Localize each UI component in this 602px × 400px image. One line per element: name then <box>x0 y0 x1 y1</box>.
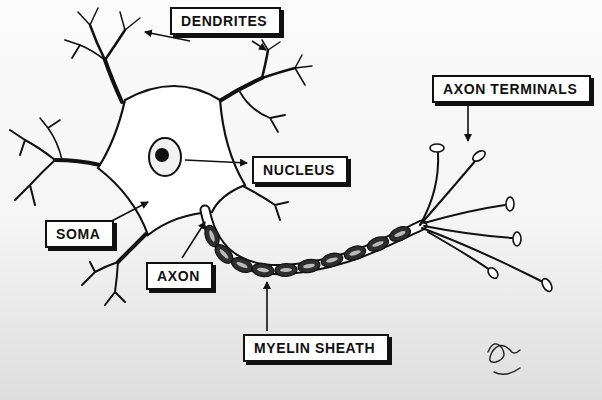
label-box: NUCLEUS <box>252 156 348 184</box>
part-label: NUCLEUS <box>263 162 335 178</box>
part-label: AXON TERMINALS <box>443 81 577 97</box>
leader-arrows <box>106 32 468 331</box>
label-box: AXON TERMINALS <box>432 75 591 103</box>
myelin-segments <box>202 223 413 278</box>
part-label: DENDRITES <box>181 13 267 29</box>
label-box: DENDRITES <box>170 7 281 35</box>
part-label: SOMA <box>56 226 100 242</box>
part-label: AXON <box>157 268 200 284</box>
part-label: MYELIN SHEATH <box>254 340 375 356</box>
nucleus-figure <box>149 138 181 176</box>
label-box: MYELIN SHEATH <box>243 334 389 362</box>
soma-body <box>98 86 245 235</box>
label-box: SOMA <box>45 220 114 248</box>
label-box: AXON <box>146 262 213 290</box>
signature-scribble <box>488 344 520 374</box>
terminal-bulbs <box>430 144 554 293</box>
terminal-branches <box>420 152 543 282</box>
